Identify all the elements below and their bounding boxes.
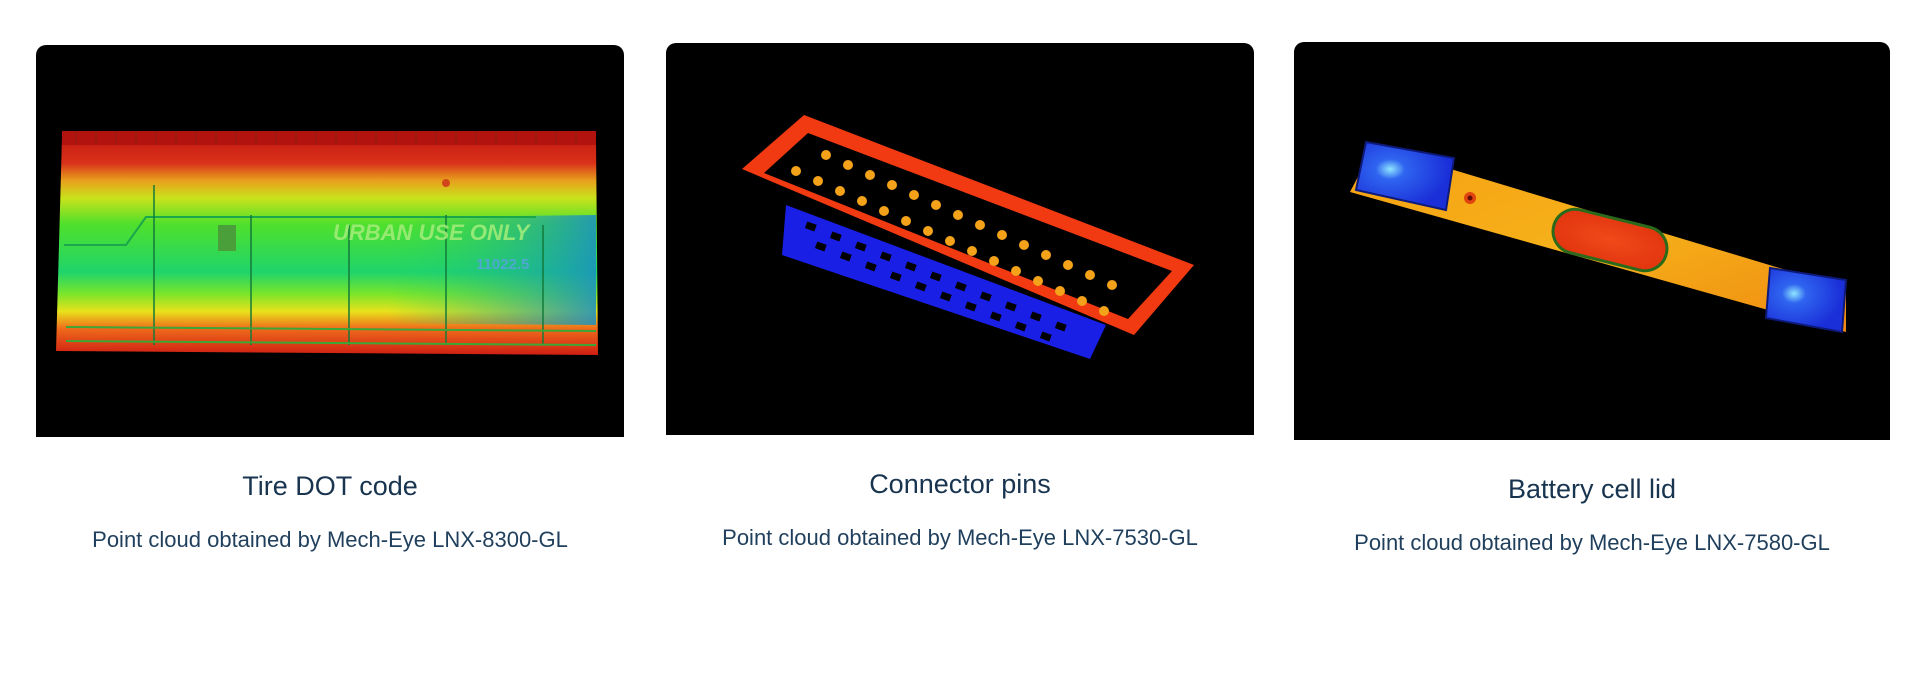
- gallery-card-tire-dot-code: URBAN USE ONLY 11022.5 Tire DOT code Poi…: [36, 45, 624, 555]
- gallery-card-battery-cell-lid: Battery cell lid Point cloud obtained by…: [1294, 42, 1890, 558]
- tire-dot-code-point-cloud-image: URBAN USE ONLY 11022.5: [36, 45, 624, 437]
- tire-banner-text: URBAN USE ONLY: [333, 220, 532, 245]
- card-title: Battery cell lid: [1507, 474, 1677, 504]
- tire-code-text: 11022.5: [476, 256, 529, 273]
- gallery-card-connector-pins: Connector pins Point cloud obtained by M…: [666, 43, 1254, 553]
- battery-lid-point-cloud-render: [1350, 140, 1848, 334]
- connector-pins-point-cloud-image: [666, 43, 1254, 435]
- tire-point-cloud-render: URBAN USE ONLY 11022.5: [56, 131, 598, 355]
- card-title: Connector pins: [869, 469, 1051, 499]
- battery-cell-lid-point-cloud-image: [1294, 42, 1890, 440]
- card-caption: Point cloud obtained by Mech-Eye LNX-753…: [722, 525, 1198, 550]
- card-caption: Point cloud obtained by Mech-Eye LNX-830…: [92, 527, 568, 552]
- card-caption: Point cloud obtained by Mech-Eye LNX-758…: [1354, 530, 1830, 555]
- connector-point-cloud-render: [742, 115, 1194, 359]
- card-title: Tire DOT code: [242, 471, 418, 501]
